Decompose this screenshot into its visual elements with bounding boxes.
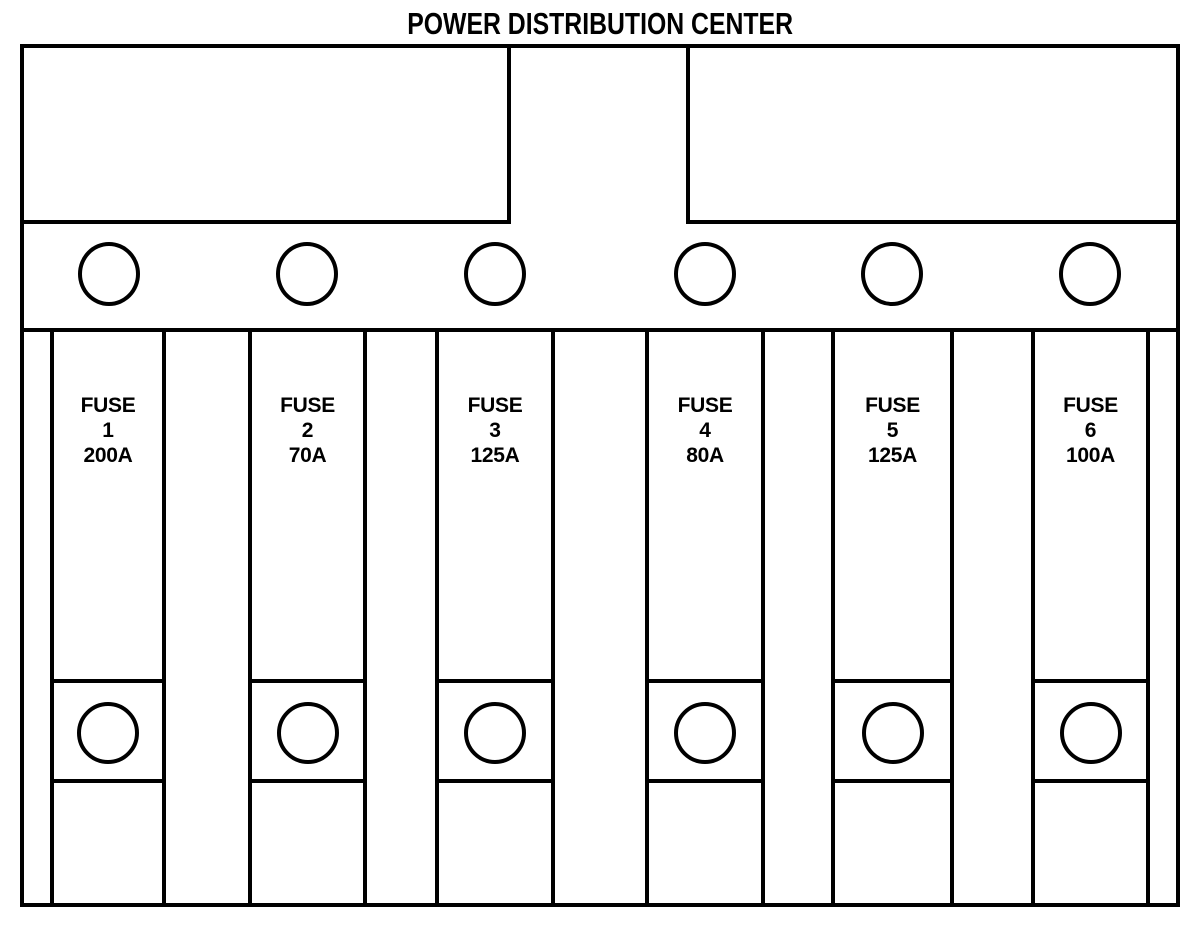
diagram-title: POWER DISTRIBUTION CENTER [0, 6, 1200, 42]
fuse-terminal-circle [1059, 702, 1122, 764]
fuse-terminal-box [252, 679, 363, 783]
top-terminal-circle-4 [674, 242, 736, 306]
fuse-name: FUSE [865, 394, 920, 417]
fuse-amperage: 100A [1065, 444, 1115, 467]
fuse-name: FUSE [677, 394, 733, 417]
fuse-label: FUSE 2 70A [252, 393, 363, 468]
fuse-terminal-box [649, 679, 761, 783]
fuse-label: FUSE 5 125A [835, 393, 950, 468]
fuse-terminal-box [439, 679, 551, 783]
fuse-column-3: FUSE 3 125A [435, 328, 555, 903]
fuse-amperage: 70A [288, 444, 327, 467]
fuse-label: FUSE 4 80A [649, 393, 761, 468]
fuse-column-1: FUSE 1 200A [50, 328, 166, 903]
fuse-column-6: FUSE 6 100A [1031, 328, 1150, 903]
fuse-number: 4 [699, 419, 711, 442]
bus-section-left [20, 44, 511, 224]
fuse-label: FUSE 6 100A [1035, 393, 1146, 468]
fuse-amperage: 80A [686, 444, 724, 467]
top-terminal-circle-5 [861, 242, 923, 306]
fuse-number: 5 [886, 419, 899, 442]
fuse-terminal-box [835, 679, 950, 783]
top-terminal-circle-1 [78, 242, 140, 306]
fuse-label: FUSE 3 125A [439, 393, 551, 468]
diagram-title-text: POWER DISTRIBUTION CENTER [407, 6, 793, 41]
fuse-amperage: 200A [83, 444, 133, 467]
fuse-terminal-circle [464, 702, 526, 764]
fuse-column-4: FUSE 4 80A [645, 328, 765, 903]
bus-section-right [686, 44, 1180, 224]
fuse-terminal-circle [77, 702, 139, 764]
fuse-column-5: FUSE 5 125A [831, 328, 954, 903]
fuse-name: FUSE [1063, 394, 1118, 417]
fuse-terminal-circle [674, 702, 736, 764]
terminal-band-divider-line [20, 328, 1180, 332]
fuse-number: 6 [1084, 419, 1097, 442]
fuse-terminal-box [1035, 679, 1146, 783]
fuse-amperage: 125A [867, 444, 917, 467]
fuse-terminal-circle [861, 702, 924, 764]
fuse-name: FUSE [467, 394, 523, 417]
fuse-number: 1 [102, 419, 114, 442]
fuse-label: FUSE 1 200A [54, 393, 162, 468]
top-terminal-circle-2 [276, 242, 338, 306]
fuse-name: FUSE [80, 394, 136, 417]
fuse-name: FUSE [280, 394, 335, 417]
fuse-terminal-box [54, 679, 162, 783]
fuse-number: 3 [489, 419, 501, 442]
fuse-column-2: FUSE 2 70A [248, 328, 367, 903]
top-terminal-circle-6 [1059, 242, 1121, 306]
top-terminal-circle-3 [464, 242, 526, 306]
fuse-number: 2 [301, 419, 314, 442]
pdc-enclosure-outline [20, 44, 1180, 907]
fuse-amperage: 125A [470, 444, 520, 467]
fuse-terminal-circle [276, 702, 339, 764]
